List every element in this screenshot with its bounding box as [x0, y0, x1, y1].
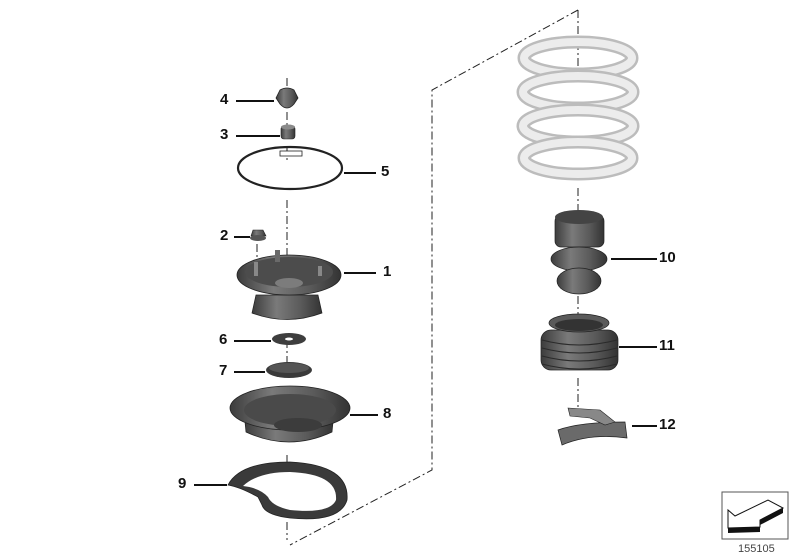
callout-6[interactable]: 6: [219, 331, 228, 348]
leader-8: [350, 414, 378, 416]
leader-9: [194, 484, 227, 486]
diagram-reference-number: 155105: [738, 543, 775, 555]
callout-5[interactable]: 5: [381, 163, 390, 180]
callout-8[interactable]: 8: [383, 405, 392, 422]
callout-4[interactable]: 4: [220, 91, 229, 108]
callout-10[interactable]: 10: [659, 249, 676, 266]
leader-4: [236, 100, 274, 102]
callout-11[interactable]: 11: [659, 337, 675, 354]
leader-1: [344, 272, 376, 274]
callout-9[interactable]: 9: [178, 475, 187, 492]
part-2-collar-nut: [250, 229, 267, 241]
part-7-disc: [266, 362, 312, 378]
callout-7[interactable]: 7: [219, 362, 228, 379]
callout-3[interactable]: 3: [220, 126, 229, 143]
callout-12[interactable]: 12: [659, 416, 676, 433]
part-1-strut-mount: [236, 250, 342, 320]
leader-12: [632, 425, 657, 427]
leader-2: [234, 236, 250, 238]
callout-1[interactable]: 1: [383, 263, 392, 280]
part-6-washer: [272, 333, 306, 345]
reference-arrow-icon: [721, 491, 789, 540]
leader-11: [619, 346, 657, 348]
leader-3: [236, 135, 280, 137]
leader-5: [344, 172, 376, 174]
callout-2[interactable]: 2: [220, 227, 229, 244]
part-3-nut: [280, 124, 296, 140]
leader-7: [234, 371, 265, 373]
part-11-bellows: [540, 313, 619, 371]
part-9-spring-pad: [227, 461, 348, 520]
part-5-circlip: [236, 145, 344, 191]
part-12-bracket: [557, 407, 628, 446]
part-10-bump-stop: [550, 210, 608, 295]
coil-spring: [516, 35, 640, 181]
part-4-cap: [275, 87, 299, 109]
leader-6: [234, 340, 271, 342]
part-8-spring-seat: [229, 385, 351, 443]
leader-10: [611, 258, 657, 260]
